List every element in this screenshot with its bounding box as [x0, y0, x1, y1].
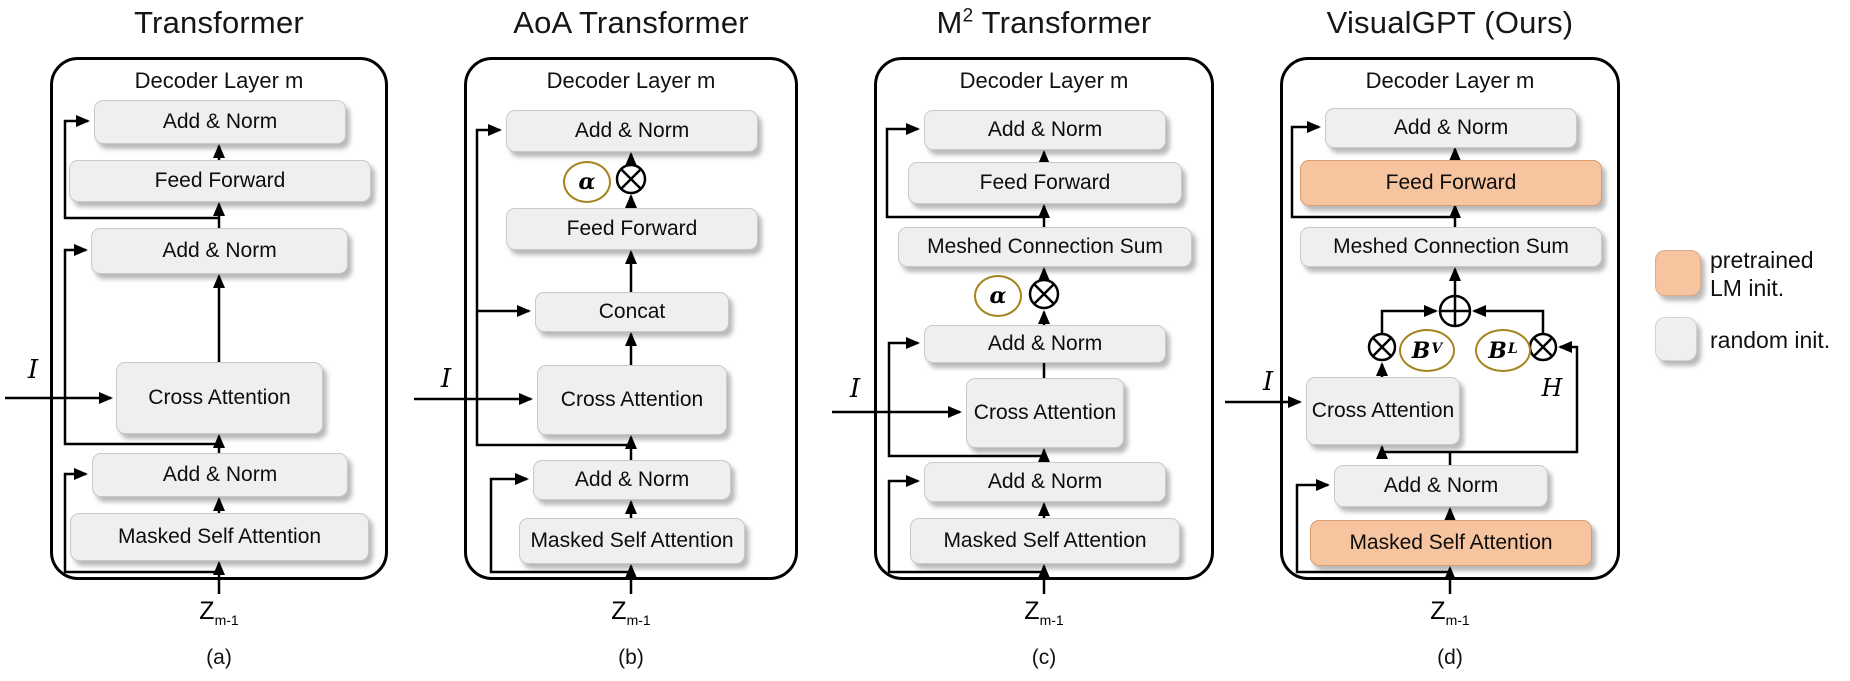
multiply-icon — [1367, 332, 1397, 362]
meshed-connection-sum-box: Meshed Connection Sum — [1300, 227, 1602, 267]
decoder-layer-label: Decoder Layer m — [959, 68, 1129, 93]
feed-forward-box-pretrained: Feed Forward — [1300, 160, 1602, 206]
page-title-transformer: Transformer — [134, 5, 304, 40]
legend-random-swatch — [1655, 317, 1697, 361]
concat-box: Concat — [535, 292, 729, 332]
masked-self-attention-box: Masked Self Attention — [519, 518, 745, 564]
multiply-icon — [1028, 278, 1060, 310]
cross-attention-box: Cross Attention — [116, 362, 323, 434]
masked-self-attention-box: Masked Self Attention — [910, 518, 1180, 564]
panel-d-arrows — [1225, 121, 1579, 594]
decoder-layer-label: Decoder Layer m — [1365, 68, 1535, 93]
cross-attention-box: Cross Attention — [966, 378, 1124, 448]
decoder-panel-a — [50, 57, 388, 580]
add-norm-box: Add & Norm — [94, 100, 346, 144]
decoder-layer-label: Decoder Layer m — [546, 68, 716, 93]
add-norm-box: Add & Norm — [924, 462, 1166, 502]
z-input-label: Zm-1 — [611, 597, 651, 628]
image-input-label: I — [849, 374, 861, 404]
add-norm-box: Add & Norm — [1334, 465, 1548, 507]
feed-forward-box: Feed Forward — [69, 160, 371, 202]
image-input-label: I — [440, 364, 452, 394]
hidden-state-label: H — [1541, 374, 1563, 402]
add-norm-box: Add & Norm — [924, 325, 1166, 363]
legend-random-label: random init. — [1710, 327, 1831, 353]
alpha-gate: α — [974, 275, 1022, 317]
caption: (a) — [206, 646, 232, 669]
masked-self-attention-box-pretrained: Masked Self Attention — [1310, 520, 1592, 566]
cross-attention-box: Cross Attention — [1306, 377, 1460, 445]
cross-attention-box: Cross Attention — [537, 365, 727, 435]
page-title-m2-transformer: M2 Transformer — [936, 5, 1152, 40]
feed-forward-box: Feed Forward — [908, 162, 1182, 204]
panel-a-arrows — [5, 115, 225, 594]
legend-pretrained-swatch — [1655, 250, 1701, 296]
caption: (c) — [1031, 646, 1057, 669]
add-norm-box: Add & Norm — [506, 110, 758, 152]
decoder-panel-c — [874, 57, 1214, 580]
multiply-icon — [1528, 332, 1558, 362]
panel-c-arrows — [832, 123, 1050, 594]
panel-b-arrows — [414, 124, 637, 594]
z-input-label: Zm-1 — [1430, 597, 1470, 628]
image-input-label: I — [27, 355, 39, 385]
masked-self-attention-box: Masked Self Attention — [70, 513, 369, 561]
add-norm-box: Add & Norm — [92, 453, 348, 497]
add-norm-box: Add & Norm — [924, 110, 1166, 150]
page-title-aoa-transformer: AoA Transformer — [513, 5, 749, 40]
caption: (d) — [1437, 646, 1463, 669]
page-title-visualgpt: VisualGPT (Ours) — [1326, 5, 1574, 40]
legend-pretrained-label: pretrained LM init. — [1710, 247, 1814, 301]
caption: (b) — [618, 646, 644, 669]
add-icon — [1438, 294, 1472, 328]
z-input-label: Zm-1 — [1024, 597, 1064, 628]
meshed-connection-sum-box: Meshed Connection Sum — [898, 227, 1192, 267]
add-norm-box: Add & Norm — [533, 460, 731, 500]
alpha-gate: α — [563, 161, 611, 203]
z-input-label: Zm-1 — [199, 597, 239, 628]
multiply-icon — [615, 163, 647, 195]
image-input-label: I — [1262, 367, 1274, 397]
decoder-panel-b — [464, 57, 798, 580]
add-norm-box: Add & Norm — [91, 228, 348, 274]
feed-forward-box: Feed Forward — [506, 208, 758, 250]
add-norm-box: Add & Norm — [1325, 108, 1577, 148]
decoder-layer-label: Decoder Layer m — [134, 68, 304, 93]
